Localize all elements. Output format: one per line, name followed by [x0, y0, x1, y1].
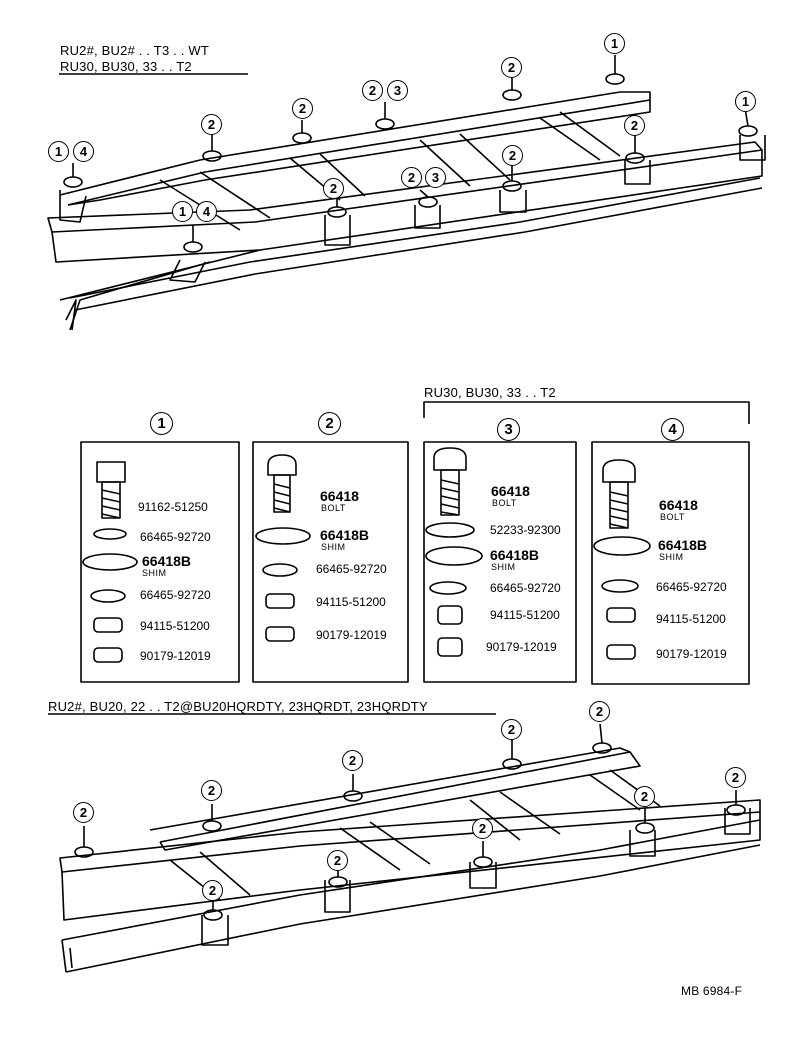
part-subtitle: BOLT [321, 503, 346, 513]
part-number: 90179-12019 [656, 647, 727, 661]
part-subtitle: SHIM [321, 542, 346, 552]
part-number: 66418 [491, 483, 530, 499]
panel-4-parts [593, 459, 651, 660]
callout-2: 2 [327, 850, 348, 871]
part-subtitle: SHIM [142, 568, 167, 578]
callout-1: 1 [48, 141, 69, 162]
part-number: 66418 [320, 488, 359, 504]
part-number: 66418B [658, 537, 708, 553]
callout-1: 1 [172, 201, 193, 222]
part-number: 94115-51200 [140, 619, 210, 633]
callout-2: 2 [501, 57, 522, 78]
part-number: 66465-92720 [490, 581, 561, 595]
part-number: 66465-92720 [140, 588, 211, 602]
group-header: RU30, BU30, 33 . . T2 [424, 385, 556, 400]
callout-2: 2 [201, 114, 222, 135]
callout-2: 2 [725, 767, 746, 788]
callout-2: 2 [201, 780, 222, 801]
bottom-header: RU2#, BU20, 22 . . T2@BU20HQRDTY, 23HQRD… [48, 699, 428, 714]
callout-2: 2 [292, 98, 313, 119]
callout-2: 2 [501, 719, 522, 740]
panel-2-parts [255, 454, 311, 642]
callout-2: 2 [362, 80, 383, 101]
part-number: 52233-92300 [490, 523, 561, 537]
callout-2: 2 [323, 178, 344, 199]
part-number: 91162-51250 [138, 500, 208, 514]
callout-2: 2 [342, 750, 363, 771]
callout-2: 2 [401, 167, 422, 188]
callout-2: 2 [202, 880, 223, 901]
part-subtitle: SHIM [491, 562, 516, 572]
top-header-line1: RU2#, BU2# . . T3 . . WT [60, 43, 210, 58]
top-header-line2: RU30, BU30, 33 . . T2 [60, 59, 192, 74]
callout-1: 1 [735, 91, 756, 112]
callout-4: 4 [73, 141, 94, 162]
callout-2: 2 [589, 701, 610, 722]
panel-1-number: 1 [150, 412, 173, 435]
part-number: 94115-51200 [316, 595, 386, 609]
part-number: 90179-12019 [486, 640, 557, 654]
part-subtitle: BOLT [660, 512, 685, 522]
panel-boxes [59, 73, 750, 685]
callout-2: 2 [73, 802, 94, 823]
diagram-reference: MB 6984-F [681, 984, 743, 998]
panel-3-number: 3 [497, 418, 520, 441]
bottom-frame-drawing [48, 713, 761, 973]
part-number: 66418 [659, 497, 698, 513]
part-number: 90179-12019 [140, 649, 211, 663]
panel-3-parts [425, 447, 483, 657]
part-number: 66418B [142, 553, 192, 569]
part-number: 94115-51200 [656, 612, 726, 626]
callout-3: 3 [387, 80, 408, 101]
callout-2: 2 [502, 145, 523, 166]
panel-2-number: 2 [318, 412, 341, 435]
part-number: 66465-92720 [656, 580, 727, 594]
callout-4: 4 [196, 201, 217, 222]
part-number: 66465-92720 [316, 562, 387, 576]
callout-1: 1 [604, 33, 625, 54]
callout-3: 3 [425, 167, 446, 188]
part-number: 66465-92720 [140, 530, 211, 544]
part-number: 66418B [490, 547, 540, 563]
part-number: 94115-51200 [490, 608, 560, 622]
panel-4-number: 4 [661, 418, 684, 441]
panel-1-parts [82, 461, 138, 663]
callout-2: 2 [634, 786, 655, 807]
top-frame-drawing [47, 55, 766, 331]
part-number: 90179-12019 [316, 628, 387, 642]
part-number: 66418B [320, 527, 370, 543]
callout-2: 2 [472, 818, 493, 839]
part-subtitle: BOLT [492, 498, 517, 508]
callout-2: 2 [624, 115, 645, 136]
part-subtitle: SHIM [659, 552, 684, 562]
